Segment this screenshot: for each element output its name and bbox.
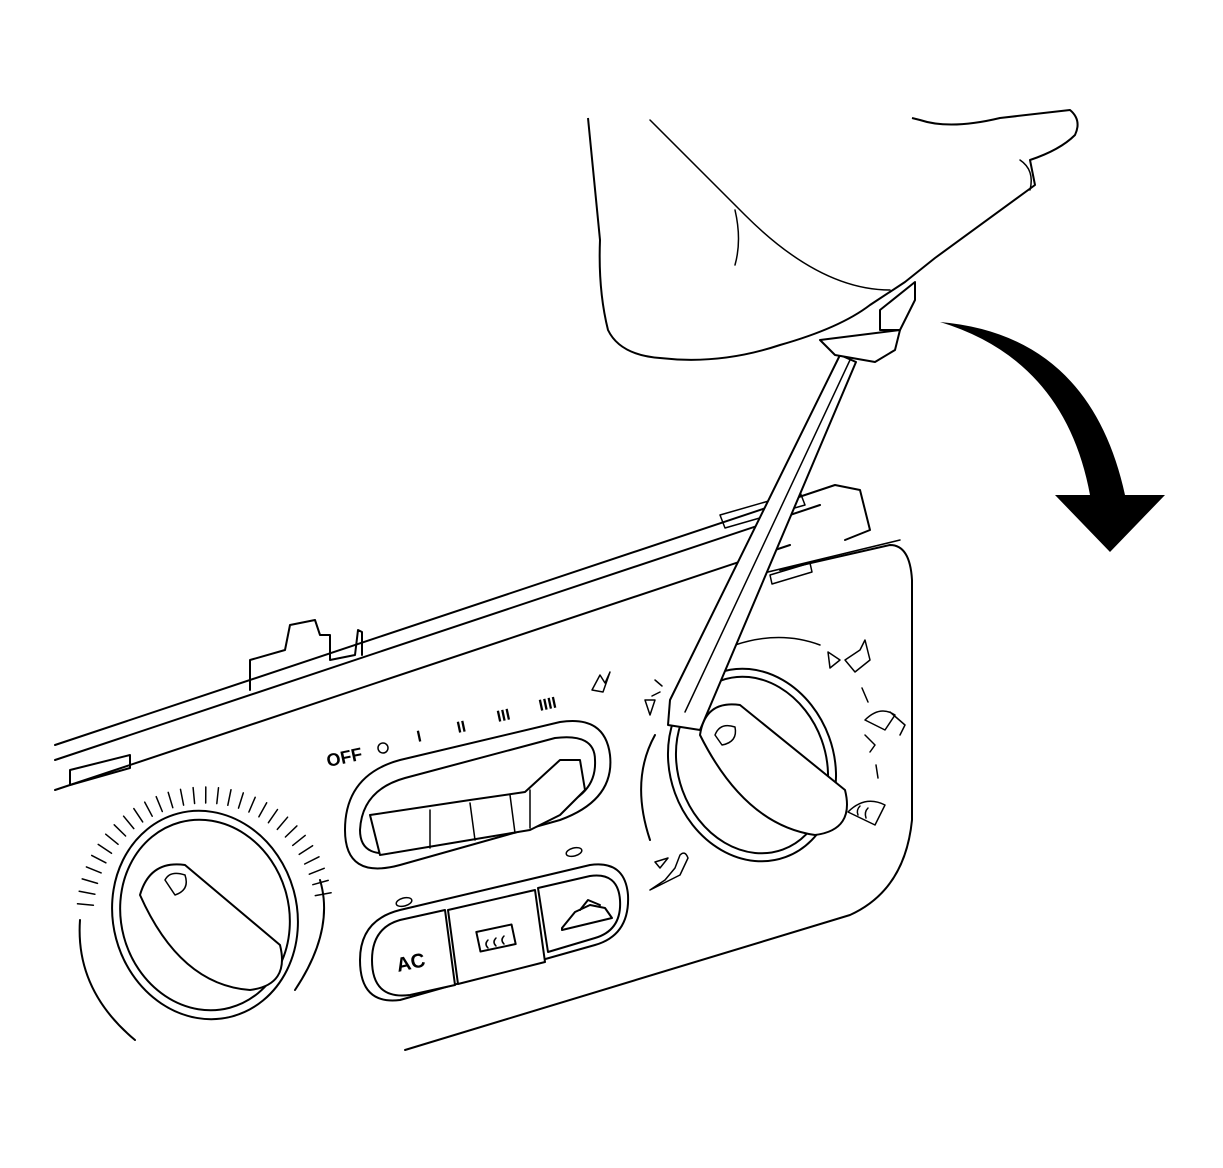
temperature-scale-tick	[179, 788, 185, 806]
temperature-scale-tick	[308, 867, 325, 875]
screwdriver-icon	[667, 281, 916, 731]
temperature-scale-tick	[237, 792, 245, 809]
ac-button[interactable]: AC	[371, 909, 456, 997]
vent-bilevel-mark	[875, 764, 879, 779]
vent-feet-icon	[649, 852, 689, 891]
temperature-scale-tick	[113, 824, 127, 837]
temperature-scale-tick	[97, 843, 113, 855]
temperature-scale-tick	[143, 801, 153, 817]
temperature-scale-tick	[216, 786, 220, 805]
temperature-scale-tick	[291, 834, 306, 847]
vent-face-icon	[827, 639, 871, 673]
temperature-scale-tick	[303, 856, 320, 865]
temperature-scale-tick	[122, 815, 135, 830]
fan-speed-1-label: I	[415, 728, 423, 746]
temperature-scale-tick	[192, 786, 196, 805]
temperature-scale-tick	[90, 854, 107, 864]
fan-speed-4-label: IIII	[537, 695, 558, 715]
temperature-scale-tick	[276, 816, 289, 831]
temperature-scale-tick	[284, 825, 298, 838]
fan-speed-3-label: III	[495, 707, 512, 726]
fresh-air-icon	[591, 671, 611, 693]
temperature-scale-tick	[258, 802, 268, 818]
vent-feet-defrost-icon	[864, 710, 906, 753]
fan-speed-control[interactable]: OFF I II III IIII	[325, 671, 612, 908]
fresh-air-mode-icon	[644, 679, 663, 716]
rear-window-defrost-icon	[475, 923, 517, 953]
temperature-scale-tick	[248, 796, 256, 813]
recirculation-car-icon	[561, 899, 613, 931]
temperature-scale	[76, 786, 332, 906]
temperature-scale-tick	[133, 807, 144, 823]
vent-bilevel-icon	[861, 687, 869, 703]
temperature-scale-tick	[81, 878, 99, 885]
temperature-scale-tick	[267, 808, 279, 824]
recirculation-button[interactable]	[537, 874, 622, 953]
fan-off-label: OFF	[325, 744, 364, 771]
temperature-scale-tick	[298, 844, 314, 856]
rear-defrost-button[interactable]	[447, 889, 546, 985]
fan-speed-2-label: II	[455, 718, 467, 736]
temperature-scale-tick	[104, 833, 119, 846]
button-row: AC	[359, 863, 630, 1002]
windshield-defrost-icon	[847, 800, 886, 826]
temperature-scale-tick	[227, 788, 232, 807]
temperature-scale-tick	[78, 890, 96, 895]
temperature-scale-tick	[85, 866, 102, 874]
temperature-scale-tick	[155, 795, 164, 813]
curved-arrow-icon	[940, 322, 1165, 552]
mode-knob[interactable]	[640, 636, 906, 891]
hand-icon	[587, 109, 1079, 361]
temperature-knob[interactable]	[76, 786, 332, 1041]
fan-off-dot	[377, 742, 389, 754]
temperature-scale-tick	[167, 791, 174, 809]
temperature-scale-tick	[76, 903, 95, 906]
